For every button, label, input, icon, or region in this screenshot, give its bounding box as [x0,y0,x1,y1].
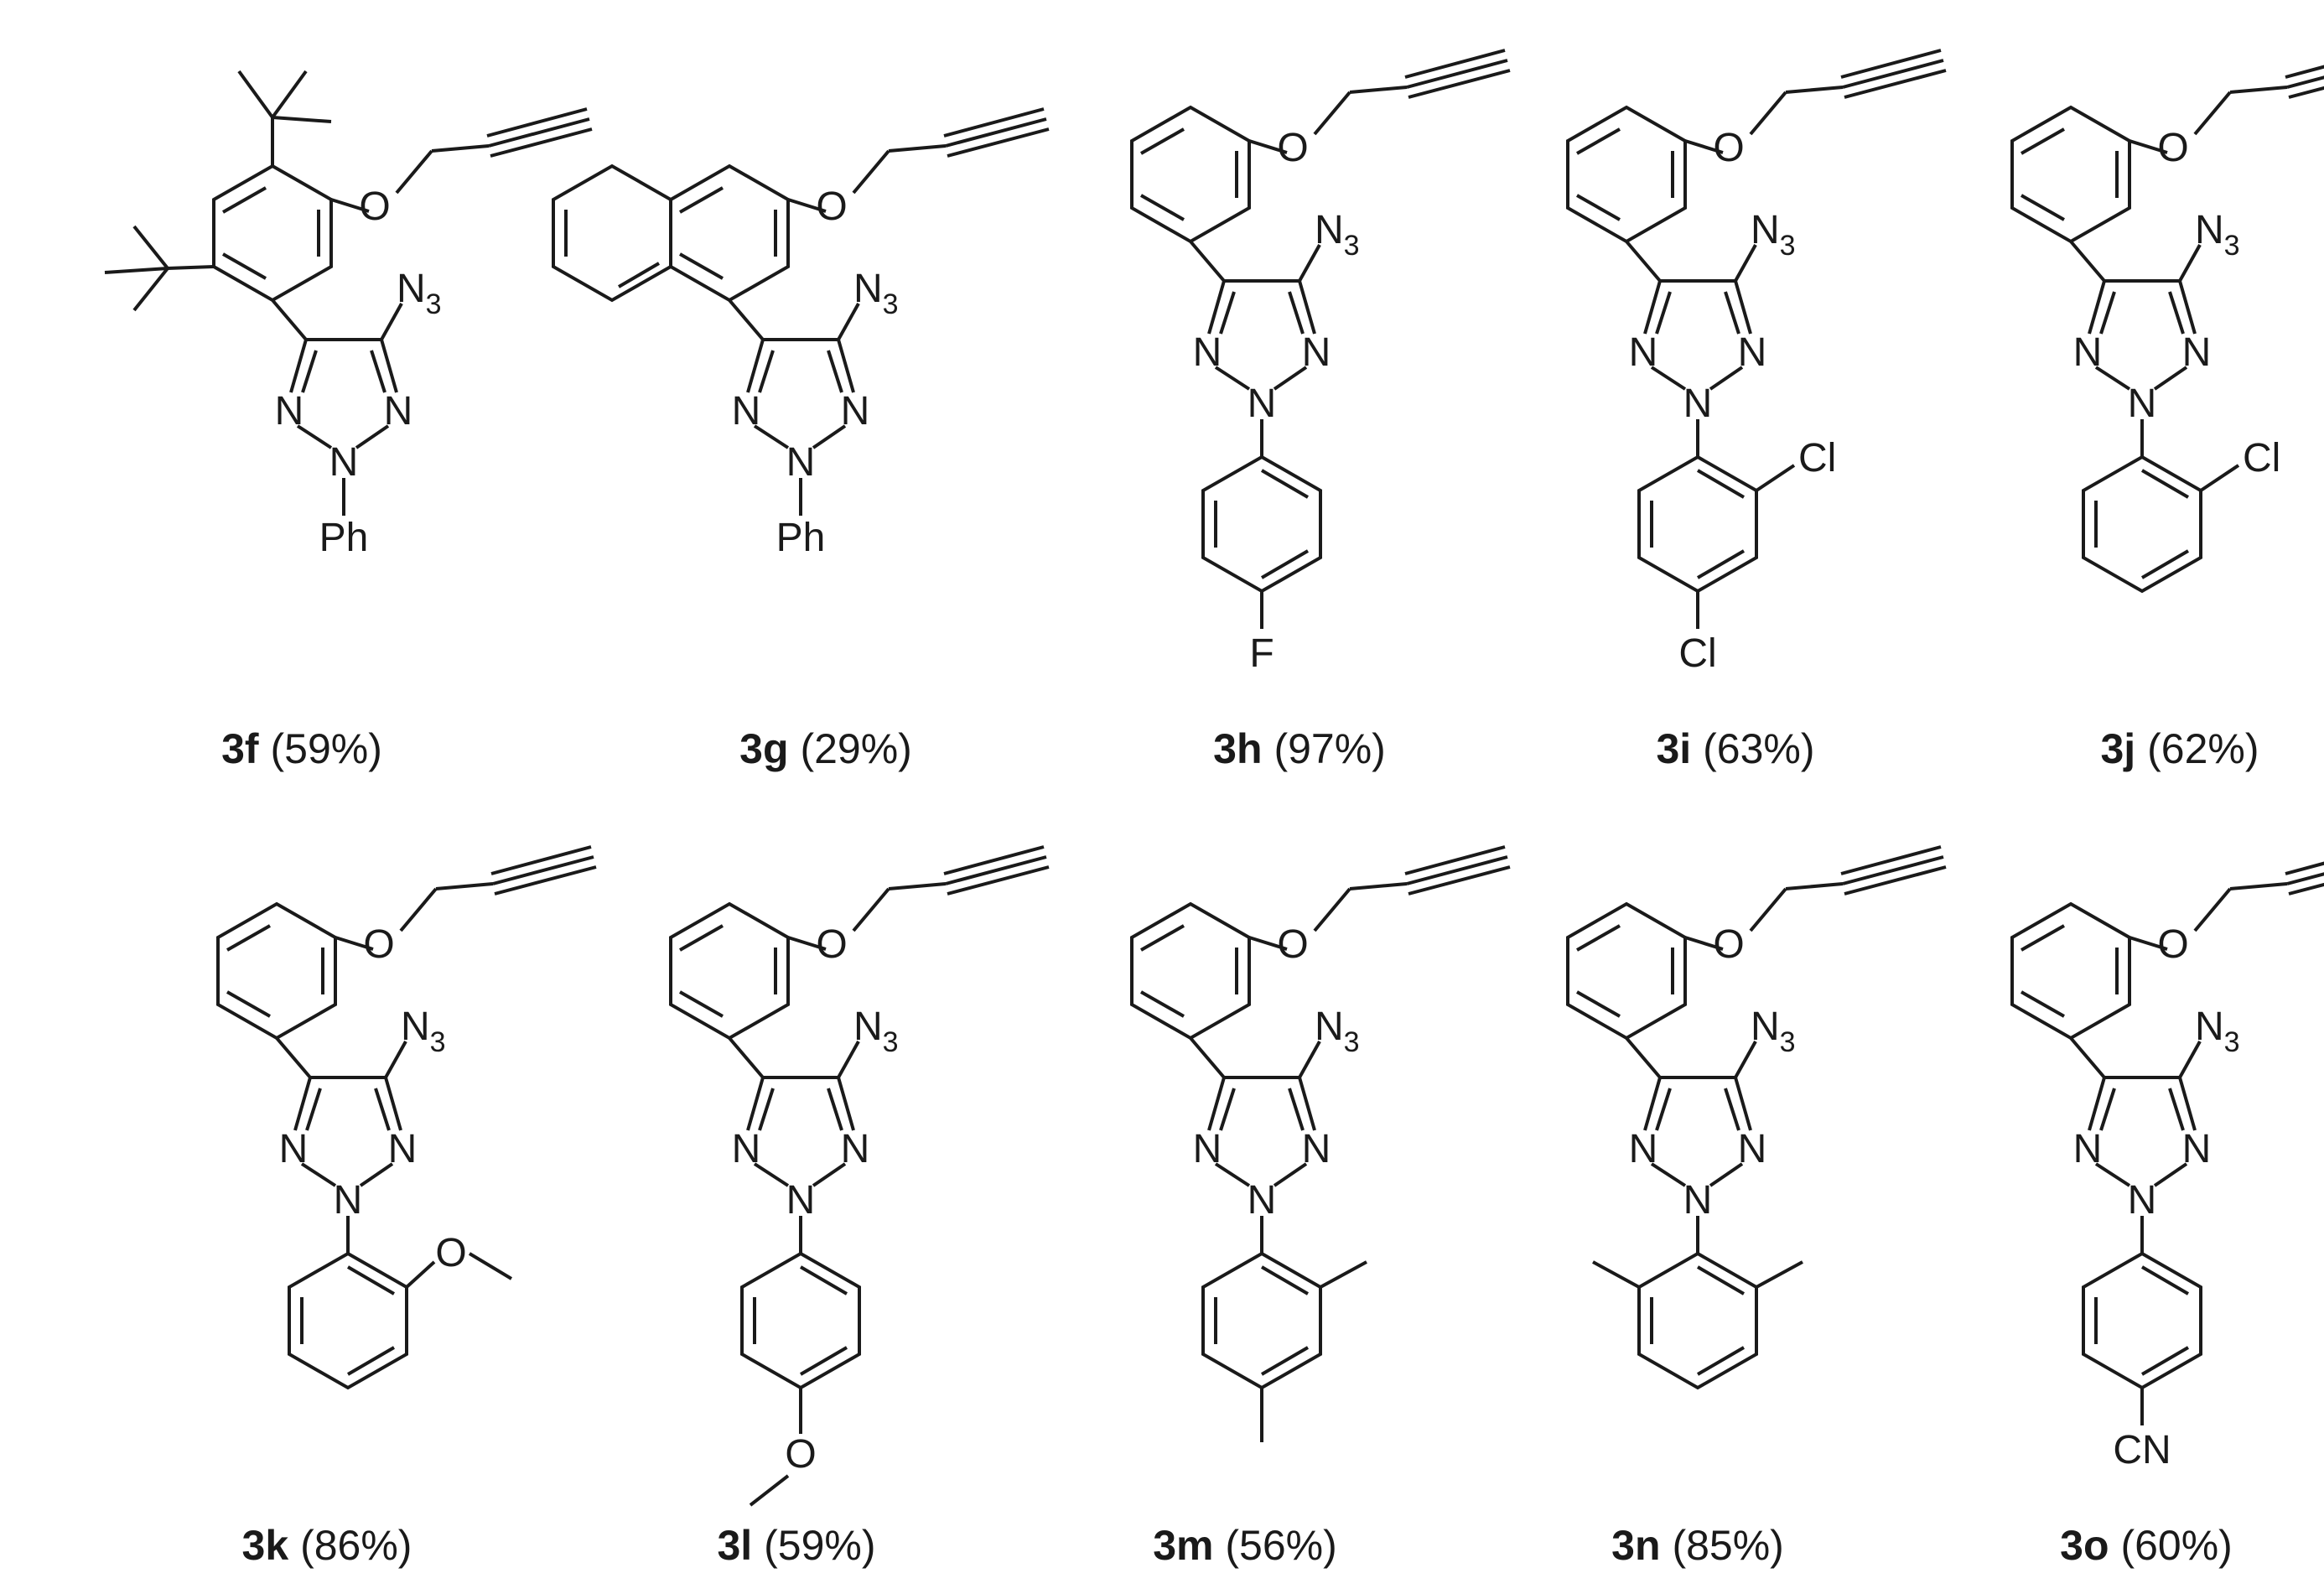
methoxy-oxygen: O [785,1432,816,1477]
structure-3h: F [1130,49,1512,676]
caption-3m: 3m (56%) [1153,1522,1337,1569]
structure-3o: CN [2010,845,2324,1472]
caption-3g: 3g (29%) [739,725,912,772]
caption-3o: 3o (60%) [2060,1522,2233,1569]
chloro-atom: Cl [1678,631,1716,676]
caption-3h: 3h (97%) [1213,725,1386,772]
phenyl-group: Ph [319,516,369,560]
cyano-group: CN [2113,1428,2171,1472]
structure-3k: O [216,845,598,1389]
chloro-atom: Cl [1798,436,1836,480]
fluoro-atom: F [1249,631,1274,676]
structure-3i: Cl Cl [1566,49,1948,676]
caption-3k: 3k (86%) [242,1522,412,1569]
caption-3j: 3j (62%) [2101,725,2259,772]
structure-3n [1566,845,1948,1389]
caption-3l: 3l (59%) [718,1522,876,1569]
structure-3m [1130,845,1512,1442]
caption-3i: 3i (63%) [1657,725,1815,772]
structure-3l: O [669,845,1050,1507]
chloro-atom: Cl [2243,436,2280,480]
phenyl-group: Ph [776,516,826,560]
caption-3n: 3n (85%) [1611,1522,1784,1569]
methoxy-oxygen: O [435,1231,466,1275]
structure-3j: Cl [2010,49,2324,593]
caption-3f: 3f (59%) [221,725,382,772]
structure-3f: Ph [104,70,594,560]
structure-3g: Ph [552,107,1050,560]
